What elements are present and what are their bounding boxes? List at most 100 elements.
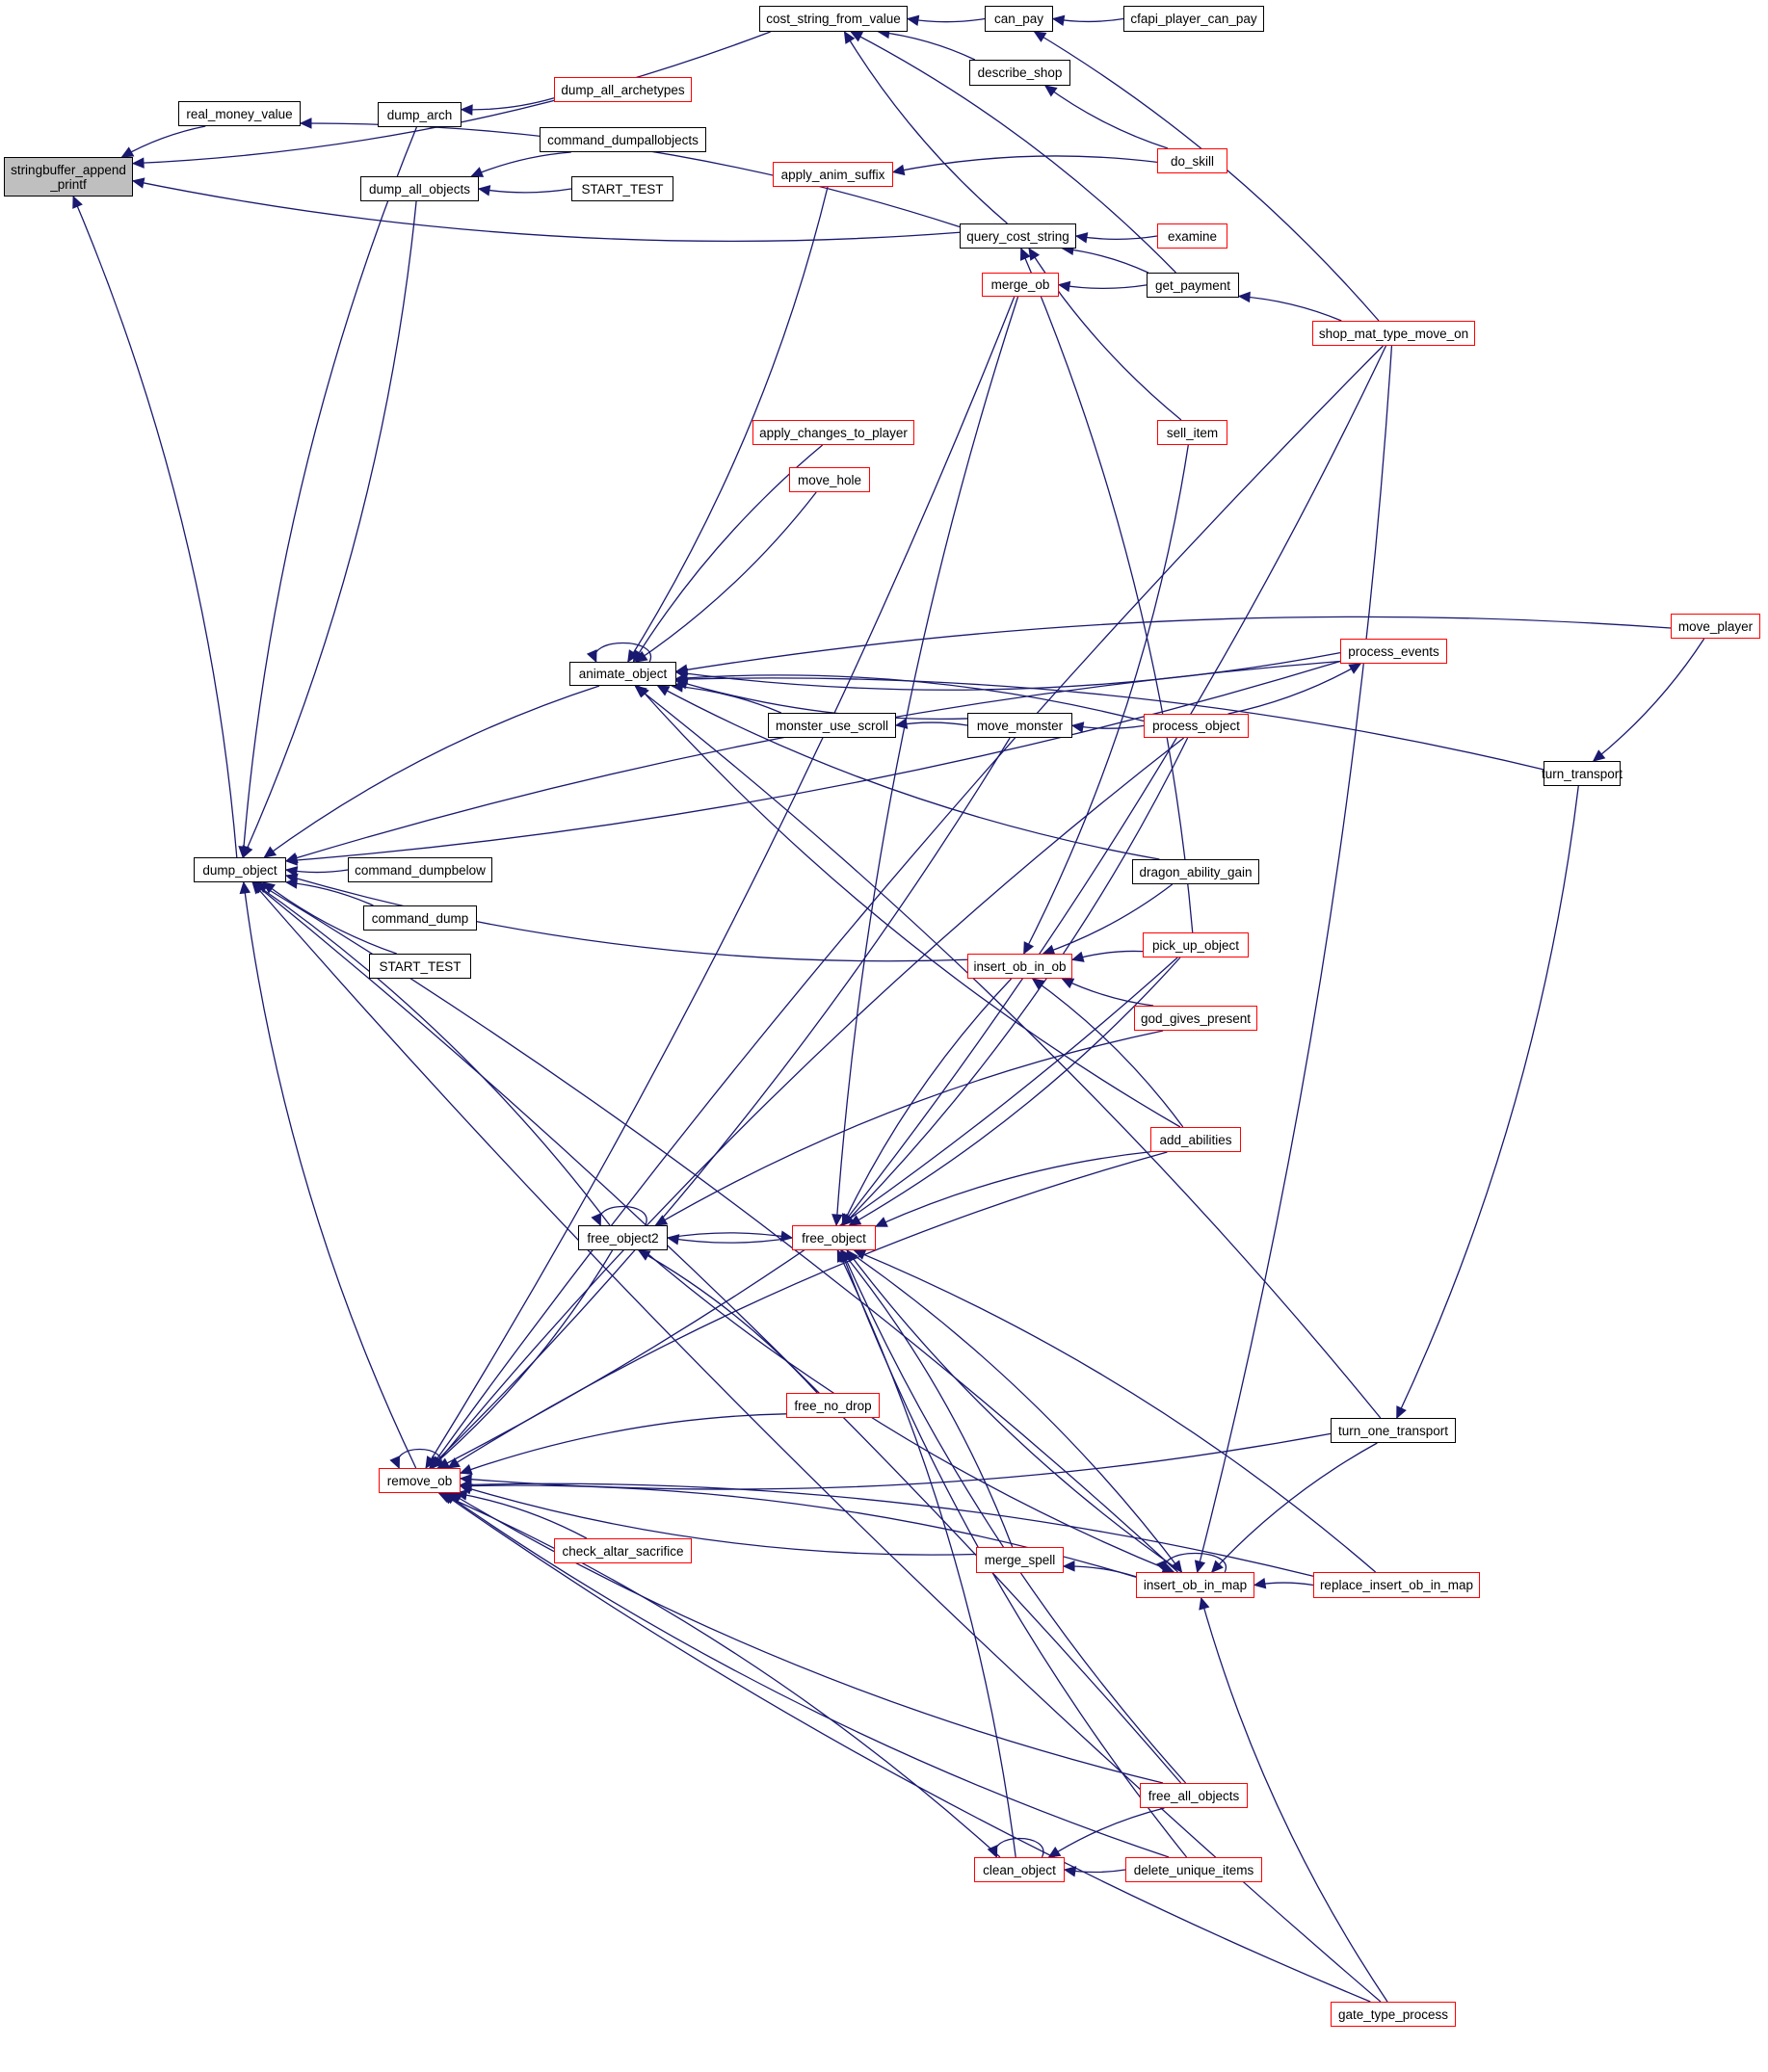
edge-replace-insert-ob-in-map-to-insert-ob-in-map-arrowhead	[1253, 1577, 1267, 1589]
node-insert-ob-in-map[interactable]: insert_ob_in_map	[1136, 1572, 1254, 1598]
edge-process-object-to-process-events	[1227, 663, 1361, 715]
edge-shop-mat-type-move-on-to-get-payment-arrowhead	[1237, 291, 1251, 303]
node-can-pay[interactable]: can_pay	[985, 6, 1053, 32]
edge-merge-spell-to-free-object	[840, 1249, 1014, 1548]
edge-free-object2-to-free-object-arrowhead	[779, 1230, 794, 1242]
node-gate-type-process[interactable]: gate_type_process	[1331, 2002, 1456, 2027]
edge-animate-object-to-animate-object-arrowhead	[586, 649, 597, 664]
edge-delete-unique-items-to-remove-ob	[443, 1492, 1170, 1858]
edge-delete-unique-items-to-free-object-arrowhead	[839, 1248, 851, 1263]
node-cfapi-player-can-pay[interactable]: cfapi_player_can_pay	[1123, 6, 1264, 32]
node-get-payment[interactable]: get_payment	[1147, 273, 1239, 298]
node-check-altar-sacrifice[interactable]: check_altar_sacrifice	[554, 1538, 692, 1563]
edge-turn-one-transport-to-insert-ob-in-map	[1211, 1442, 1378, 1573]
node-delete-unique-items[interactable]: delete_unique_items	[1125, 1857, 1262, 1882]
node-cost-string-from-value[interactable]: cost_string_from_value	[759, 6, 908, 32]
edge-remove-ob-to-dump-object	[243, 881, 417, 1469]
node-merge-spell[interactable]: merge_spell	[976, 1547, 1064, 1573]
edge-shop-mat-type-move-on-to-can-pay-arrowhead	[1033, 31, 1047, 42]
edge-merge-spell-to-remove-ob	[460, 1485, 977, 1556]
node-process-object[interactable]: process_object	[1144, 714, 1249, 738]
edge-real-money-value-to-stringbuffer-append-printf	[121, 125, 206, 158]
edge-pick-up-object-to-query-cost-string-arrowhead	[1019, 247, 1031, 261]
edge-process-events-to-dump-object	[285, 660, 1341, 862]
edge-dump-all-objects-to-dump-object-arrowhead	[242, 845, 253, 859]
node-move-monster[interactable]: move_monster	[967, 713, 1072, 738]
edge-dump-all-archetypes-to-dump-arch-arrowhead	[460, 104, 473, 116]
node-query-cost-string[interactable]: query_cost_string	[960, 223, 1076, 249]
edge-free-all-objects-to-free-object	[841, 1249, 1187, 1784]
edge-get-payment-to-query-cost-string	[1062, 248, 1149, 274]
edge-turn-one-transport-to-animate-object-arrowhead	[634, 685, 647, 697]
edge-free-all-objects-to-clean-object	[1048, 1807, 1165, 1858]
edge-add-abilities-to-insert-ob-in-ob-arrowhead	[1031, 978, 1045, 990]
node-monster-use-scroll[interactable]: monster_use_scroll	[768, 713, 896, 738]
edge-free-object-to-insert-ob-in-map-arrowhead	[1170, 1560, 1183, 1573]
node-free-object2[interactable]: free_object2	[578, 1225, 668, 1250]
edge-process-object-to-process-events-arrowhead	[1348, 663, 1362, 674]
edge-free-no-drop-to-remove-ob-arrowhead	[459, 1464, 473, 1475]
node-command-dumpbelow[interactable]: command_dumpbelow	[348, 857, 492, 882]
node-dragon-ability-gain[interactable]: dragon_ability_gain	[1132, 859, 1259, 884]
node-free-object[interactable]: free_object	[792, 1225, 876, 1250]
edge-start-test-2-to-dump-object	[262, 881, 397, 955]
node-pick-up-object[interactable]: pick_up_object	[1143, 932, 1249, 957]
edge-shop-mat-type-move-on-to-insert-ob-in-map	[1197, 345, 1393, 1573]
node-move-hole[interactable]: move_hole	[789, 467, 870, 492]
node-turn-transport[interactable]: turn_transport	[1542, 761, 1623, 786]
node-dump-all-objects[interactable]: dump_all_objects	[360, 176, 479, 201]
edge-pick-up-object-to-remove-ob-arrowhead	[436, 1457, 451, 1469]
node-start-test-2[interactable]: START_TEST	[369, 954, 471, 979]
edge-sell-item-to-insert-ob-in-ob	[1023, 444, 1189, 955]
edge-shop-mat-type-move-on-to-remove-ob	[430, 345, 1384, 1469]
node-turn-one-transport[interactable]: turn_one_transport	[1331, 1418, 1456, 1443]
node-merge-ob[interactable]: merge_ob	[982, 273, 1059, 297]
node-replace-insert-ob-in-map[interactable]: replace_insert_ob_in_map	[1313, 1572, 1480, 1598]
node-describe-shop[interactable]: describe_shop	[969, 60, 1070, 86]
node-god-gives-present[interactable]: god_gives_present	[1134, 1006, 1257, 1031]
node-move-player[interactable]: move_player	[1671, 614, 1760, 639]
edge-insert-ob-in-ob-to-dump-object-arrowhead	[284, 873, 299, 884]
edge-query-cost-string-to-stringbuffer-append-printf	[132, 180, 961, 243]
node-dump-object[interactable]: dump_object	[194, 857, 286, 882]
edge-process-object-to-move-monster-arrowhead	[1070, 721, 1085, 733]
node-free-all-objects[interactable]: free_all_objects	[1140, 1783, 1248, 1808]
node-real-money-value[interactable]: real_money_value	[178, 101, 301, 126]
edge-pick-up-object-to-remove-ob	[437, 957, 1178, 1469]
node-start-test-1[interactable]: START_TEST	[571, 176, 673, 201]
node-shop-mat-type-move-on[interactable]: shop_mat_type_move_on	[1312, 321, 1475, 346]
edge-apply-anim-suffix-to-animate-object	[627, 186, 829, 663]
node-add-abilities[interactable]: add_abilities	[1150, 1127, 1241, 1152]
node-dump-arch[interactable]: dump_arch	[378, 102, 462, 127]
node-remove-ob[interactable]: remove_ob	[379, 1468, 461, 1493]
edge-start-test-1-to-dump-all-objects	[478, 188, 572, 194]
edge-free-object2-to-free-object2-arrowhead	[591, 1213, 602, 1227]
node-clean-object[interactable]: clean_object	[974, 1857, 1065, 1882]
node-insert-ob-in-ob[interactable]: insert_ob_in_ob	[967, 954, 1072, 979]
edge-free-all-objects-to-clean-object-arrowhead	[1047, 1846, 1062, 1858]
edge-pick-up-object-to-free-object	[849, 957, 1181, 1226]
node-apply-anim-suffix[interactable]: apply_anim_suffix	[773, 162, 893, 187]
node-free-no-drop[interactable]: free_no_drop	[786, 1393, 880, 1418]
edge-do-skill-to-apply-anim-suffix-arrowhead	[891, 164, 906, 176]
edge-free-all-objects-to-dump-object	[251, 881, 1182, 1784]
node-do-skill[interactable]: do_skill	[1157, 148, 1227, 173]
edge-insert-ob-in-ob-to-free-object	[841, 978, 1013, 1226]
edge-do-skill-to-describe-shop	[1044, 85, 1169, 149]
edge-process-events-to-dump-object-arrowhead	[284, 854, 298, 866]
edge-replace-insert-ob-in-map-to-free-object	[854, 1249, 1377, 1573]
node-examine[interactable]: examine	[1157, 223, 1227, 249]
edge-animate-object-to-dump-object-arrowhead	[263, 846, 277, 858]
node-sell-item[interactable]: sell_item	[1157, 420, 1227, 445]
edge-free-no-drop-to-free-object2	[638, 1249, 818, 1394]
edge-real-money-value-to-stringbuffer-append-printf-arrowhead	[120, 146, 135, 158]
node-apply-changes-to-player[interactable]: apply_changes_to_player	[752, 420, 914, 445]
edge-turn-one-transport-to-insert-ob-in-map-arrowhead	[1210, 1560, 1224, 1573]
node-command-dumpallobjects[interactable]: command_dumpallobjects	[540, 127, 706, 152]
node-dump-all-archetypes[interactable]: dump_all_archetypes	[554, 77, 692, 102]
edge-remove-ob-to-dump-object-arrowhead	[239, 880, 251, 895]
node-animate-object[interactable]: animate_object	[569, 662, 676, 686]
node-command-dump[interactable]: command_dump	[363, 905, 477, 931]
node-process-events[interactable]: process_events	[1340, 639, 1447, 664]
